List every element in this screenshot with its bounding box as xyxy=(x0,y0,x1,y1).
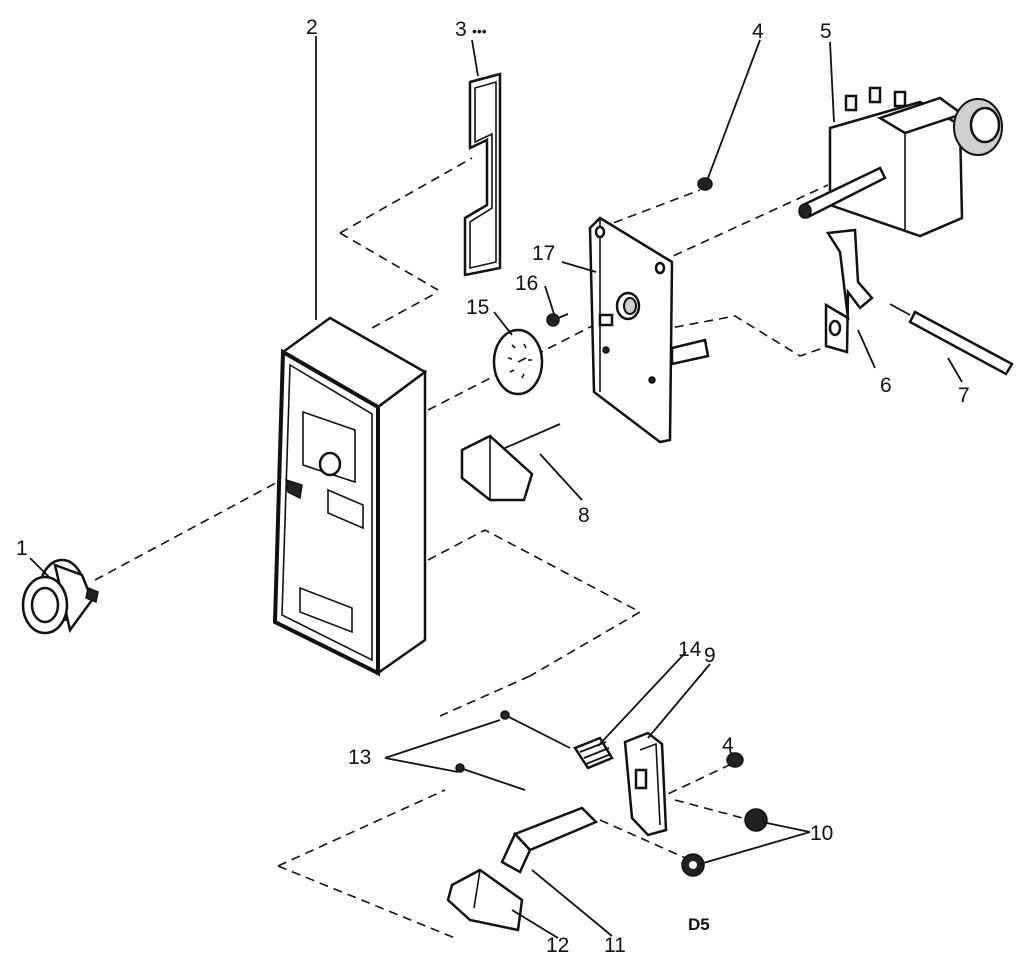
callout-3-dots: ••• xyxy=(472,23,487,39)
callout-6: 6 xyxy=(880,374,892,397)
part-4-screw-lower xyxy=(726,752,744,768)
part-14-spring xyxy=(573,736,614,770)
part-1-knob xyxy=(21,558,99,635)
part-15-dial xyxy=(492,328,544,396)
callout-13: 13 xyxy=(348,746,371,769)
figure-code: D5 xyxy=(688,915,710,934)
callout-2: 2 xyxy=(306,16,318,39)
part-11-switch-bracket xyxy=(500,806,599,874)
part-2-housing xyxy=(272,316,428,677)
callout-4-lower: 4 xyxy=(722,734,734,757)
callout-5: 5 xyxy=(820,20,832,43)
callout-labels: 1 2 3 ••• 4 5 6 7 8 9 10 11 12 13 14 15 … xyxy=(16,16,970,957)
part-6-bracket xyxy=(824,228,874,354)
part-17-mounting-plate xyxy=(588,216,710,444)
part-9-bracket xyxy=(623,731,668,837)
callout-14: 14 xyxy=(678,638,702,661)
callout-9: 9 xyxy=(704,644,716,667)
callout-11: 11 xyxy=(604,934,626,957)
part-8-selector xyxy=(460,423,561,502)
part-13-screws xyxy=(455,710,571,791)
callout-1: 1 xyxy=(16,537,28,560)
callout-3: 3 xyxy=(455,18,467,41)
callout-15: 15 xyxy=(466,296,489,319)
leader-lines xyxy=(29,36,963,939)
callout-12: 12 xyxy=(546,934,569,957)
part-5-control-unit xyxy=(798,86,1003,238)
part-10-nuts xyxy=(681,808,768,877)
callout-17: 17 xyxy=(532,242,555,265)
callout-7: 7 xyxy=(958,384,970,407)
part-7-probe xyxy=(889,303,1014,376)
part-12-switch xyxy=(446,868,524,932)
callout-4-upper: 4 xyxy=(752,20,764,43)
part-3-gasket xyxy=(463,72,502,277)
callout-16: 16 xyxy=(515,272,538,295)
part-4-screw-upper xyxy=(697,177,713,191)
callout-10: 10 xyxy=(810,822,833,845)
part-16-screw xyxy=(546,313,569,327)
callout-8: 8 xyxy=(578,504,590,527)
